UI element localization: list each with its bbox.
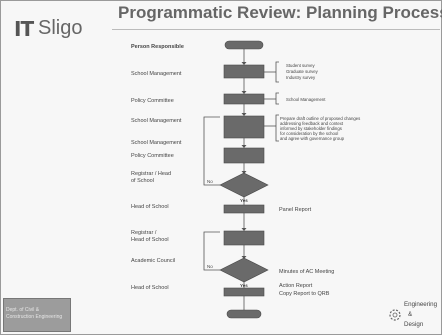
role-label: Policy Committee — [131, 153, 174, 159]
decision-diamond — [219, 172, 269, 198]
footer-department-banner — [3, 298, 71, 332]
engineering-design-label: Engineering & Design — [404, 300, 437, 330]
role-label: Academic Council — [131, 258, 176, 264]
title-divider — [112, 29, 440, 30]
process-box — [223, 64, 265, 79]
process-box — [223, 147, 265, 164]
arrowhead — [241, 145, 247, 148]
outline-note: addressing feedback and context — [280, 121, 344, 126]
footer-department-text: Dept. of Civil & Construction Engineerin… — [6, 307, 63, 320]
arrowhead — [241, 91, 247, 94]
arrowhead — [241, 113, 247, 116]
process-box — [223, 115, 265, 139]
arrowhead — [241, 62, 247, 65]
outline-note: Prepare draft outline of proposed change… — [280, 116, 361, 121]
arrowhead — [241, 228, 247, 231]
copy-report-label: Copy Report to QRB — [279, 291, 330, 297]
process-box — [223, 287, 265, 297]
outline-note: for consideration by the school — [280, 131, 339, 136]
role-label: Policy Committee — [131, 98, 174, 104]
no-loop-line — [203, 116, 220, 186]
stakeholder-note: Student survey — [286, 63, 315, 68]
stakeholder-note: Industry survey — [286, 75, 316, 80]
role-label: Registrar / Head of School — [131, 171, 172, 184]
role-label: School Management — [131, 118, 182, 124]
arrowhead — [241, 256, 247, 259]
no-loop-line — [203, 231, 220, 271]
yes-label: Yes — [240, 198, 248, 203]
ampersand: & — [408, 311, 413, 318]
stakeholder-note: Graduate survey — [286, 69, 318, 74]
logo-it: IT — [14, 17, 34, 41]
note-bracket — [275, 92, 279, 105]
yes-label: Yes — [240, 283, 248, 288]
process-box — [223, 230, 265, 246]
engineering-word: Engineering — [404, 301, 438, 308]
no-label: No — [207, 264, 213, 269]
note-bracket — [275, 61, 279, 83]
terminator-end — [226, 309, 262, 319]
school-management-note: School Management — [286, 97, 326, 102]
action-report-label: Action Report — [279, 283, 313, 289]
process-box — [223, 204, 265, 214]
panel-report-label: Panel Report — [279, 207, 312, 213]
process-box — [223, 93, 265, 105]
role-label: School Management — [131, 71, 182, 77]
logo-sligo: Sligo — [38, 17, 83, 39]
no-label: No — [207, 179, 213, 184]
note-bracket — [275, 114, 279, 142]
role-label: Head of School — [131, 285, 169, 291]
role-label: Head of School — [131, 204, 169, 210]
terminator-start — [224, 40, 264, 50]
page-title: Programmatic Review: Planning Process — [118, 3, 442, 22]
arrowhead — [241, 171, 247, 174]
outline-note: informed by stakeholder findings — [280, 126, 342, 131]
minutes-label: Minutes of AC Meeting — [279, 269, 335, 275]
outline-note: and agree with governance group — [280, 136, 345, 141]
design-word: Design — [404, 321, 424, 328]
engineering-gear-icon — [389, 309, 401, 321]
role-label: Registrar / Head of School — [131, 230, 169, 243]
decision-diamond — [219, 257, 269, 283]
person-responsible-heading: Person Responsible — [131, 44, 184, 50]
role-label: School Management — [131, 140, 182, 146]
